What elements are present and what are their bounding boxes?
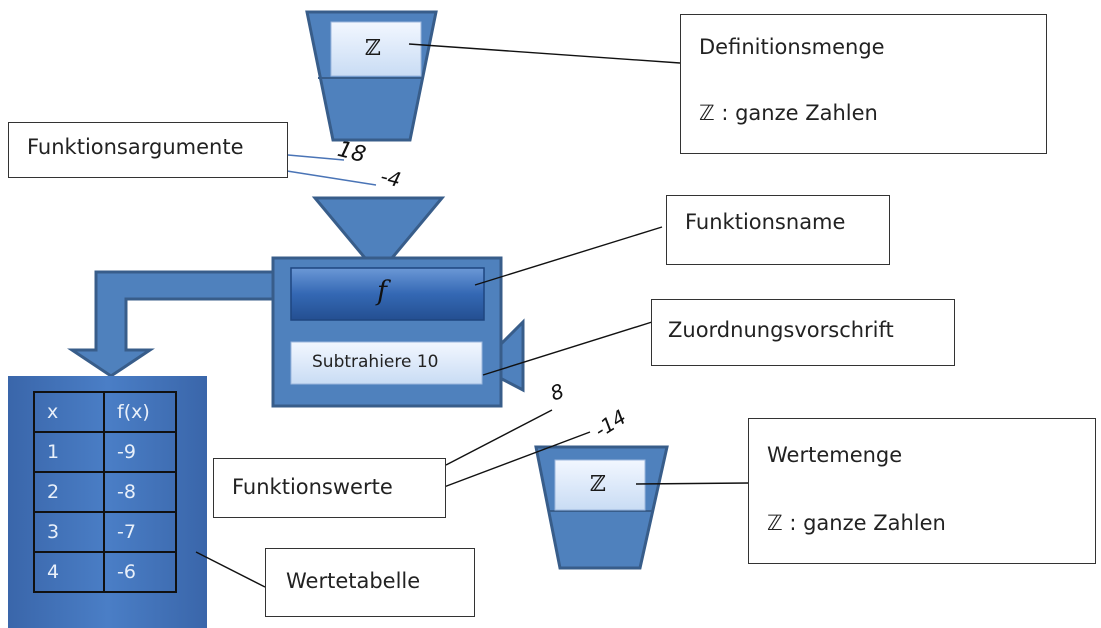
wertemenge-box: Wertemenge ℤ : ganze Zahlen — [748, 418, 1096, 564]
table-row: 3 -7 — [33, 511, 177, 553]
wertemenge-desc: ℤ : ganze Zahlen — [767, 511, 946, 535]
function-machine — [67, 196, 525, 408]
table-cell-x: 4 — [33, 551, 105, 593]
line-argument-4 — [286, 170, 377, 186]
value-table: x f(x) 1 -9 2 -8 3 -7 4 -6 — [33, 391, 177, 593]
wertetabelle-box: Wertetabelle — [265, 548, 475, 617]
domain-funnel — [305, 10, 438, 142]
funktionsname-box: Funktionsname — [666, 195, 890, 265]
line-zuordnungsvorschrift — [482, 321, 653, 376]
line-wertetabelle — [195, 551, 266, 588]
line-argument-18 — [287, 154, 345, 161]
funktionswerte-box: Funktionswerte — [213, 458, 446, 518]
table-header-x: x — [33, 391, 105, 433]
line-funktionswert-14 — [435, 431, 591, 491]
zuordnungsvorschrift-box: Zuordnungsvorschrift — [651, 299, 955, 366]
connector-lines — [195, 43, 750, 588]
table-header-row: x f(x) — [33, 391, 177, 433]
table-row: 1 -9 — [33, 431, 177, 473]
argument-lines — [286, 154, 377, 186]
table-cell-fx: -7 — [103, 511, 177, 553]
table-cell-x: 1 — [33, 431, 105, 473]
line-funktionsname — [474, 226, 663, 286]
table-cell-x: 2 — [33, 471, 105, 513]
codomain-funnel — [534, 445, 669, 570]
table-cell-fx: -9 — [103, 431, 177, 473]
definitionsmenge-title: Definitionsmenge — [699, 35, 885, 59]
line-definitionsmenge — [408, 43, 681, 64]
table-row: 4 -6 — [33, 551, 177, 593]
table-row: 2 -8 — [33, 471, 177, 513]
table-cell-fx: -6 — [103, 551, 177, 593]
table-header-fx: f(x) — [103, 391, 177, 433]
domain-set-symbol: ℤ — [365, 36, 382, 61]
wertetabelle-label: Wertetabelle — [286, 569, 421, 593]
table-cell-x: 3 — [33, 511, 105, 553]
codomain-set-symbol: ℤ — [590, 472, 607, 497]
definitionsmenge-desc: ℤ : ganze Zahlen — [699, 101, 878, 125]
zuordnungsvorschrift-label: Zuordnungsvorschrift — [668, 318, 894, 342]
table-cell-fx: -8 — [103, 471, 177, 513]
rule-text: Subtrahiere 10 — [312, 352, 439, 372]
funktionswerte-label: Funktionswerte — [232, 475, 393, 499]
funktionsargumente-box: Funktionsargumente — [8, 122, 288, 178]
wertemenge-title: Wertemenge — [767, 443, 903, 467]
function-name-symbol: f — [377, 276, 387, 307]
line-funktionswert-8 — [445, 409, 553, 466]
funktionsargumente-label: Funktionsargumente — [27, 135, 244, 159]
funktionsname-label: Funktionsname — [685, 210, 846, 234]
line-wertemenge — [635, 482, 750, 485]
definitionsmenge-box: Definitionsmenge ℤ : ganze Zahlen — [680, 14, 1047, 154]
